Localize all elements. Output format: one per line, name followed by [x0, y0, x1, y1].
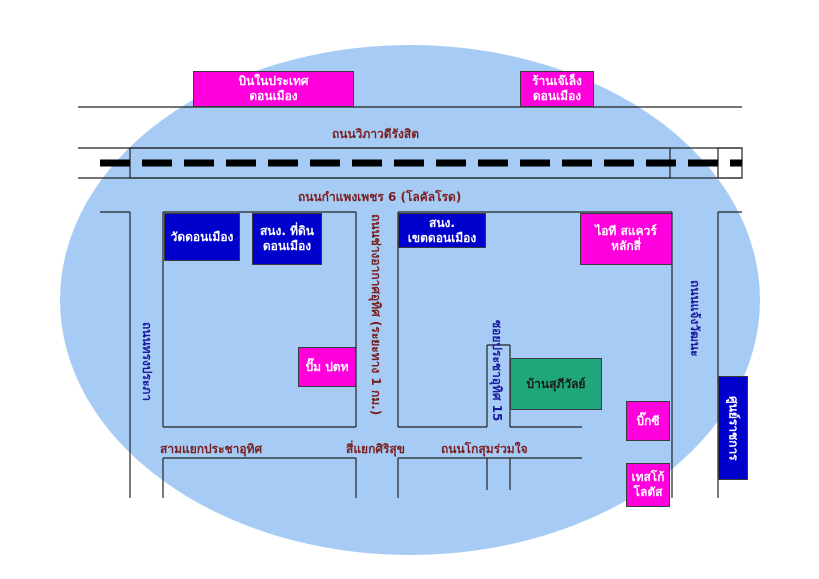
label-song-prapa: ถนนทรงประภา	[140, 322, 154, 402]
label-chang-akat-uthit: ถนนช่างอากาศอุทิศ (ระยะทาง 1 กม.)	[369, 214, 383, 416]
place-district-office: สนง. เขตดอนเมือง	[398, 213, 486, 248]
place-jae-leng-shop: ร้านเจ๊เล็ง ดอนเมือง	[520, 71, 594, 107]
label-cheng-wattana: ถนนแจ้งวัฒนะ	[688, 280, 702, 357]
label-si-yaek-sirisuk: สี่แยกศิริสุข	[346, 442, 405, 456]
place-land-office: สนง. ที่ดิน ดอนเมือง	[252, 213, 322, 265]
label-soi-pracha-uthit-15: ซอยประชาอุทิศ 15	[490, 320, 504, 422]
label-khosum-ruam-jai: ถนนโกสุมร่วมใจ	[441, 442, 528, 456]
place-government-center: ศูนย์ราชการ	[718, 376, 748, 480]
place-tesco-lotus: เทสโก้ โลตัส	[626, 463, 670, 507]
place-ban-suphawan: บ้านสุภีวัลย์	[510, 358, 602, 410]
place-big-c: บิ๊กซี	[626, 401, 670, 441]
label-kamphaeng-phet-6: ถนนกำแพงเพชร 6 (โลคัลโรด)	[298, 190, 462, 204]
place-it-square: ไอที สแควร์ หลักสี่	[580, 213, 672, 265]
label-sam-yaek-pracha-uthit: สามแยกประชาอุทิศ	[160, 442, 263, 456]
rail-frame-east	[717, 147, 743, 179]
place-domestic-airport: บินในประเทศ ดอนเมือง	[193, 71, 354, 107]
label-vibhavadi: ถนนวิภาวดีรังสิต	[332, 127, 420, 141]
place-wat-don-mueang: วัดดอนเมือง	[164, 213, 240, 261]
place-ptt-gas-station: ปั๊ม ปตท	[298, 347, 356, 387]
